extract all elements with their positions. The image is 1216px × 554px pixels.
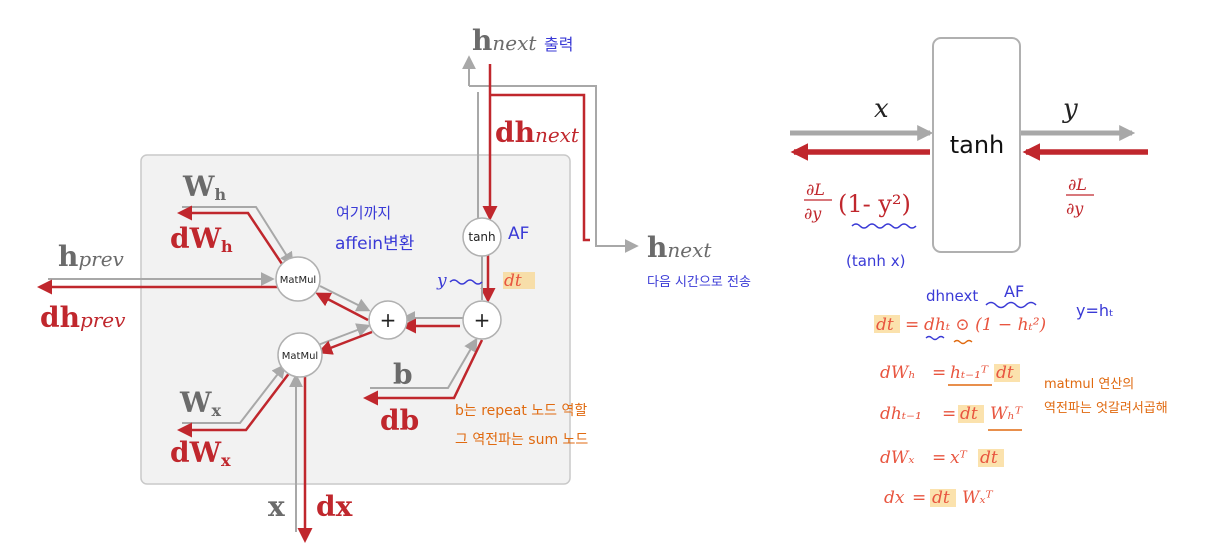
f4-rhs1: xᵀ — [950, 448, 968, 468]
f5-lhs: dx — [884, 488, 905, 508]
f4-dt-highlight — [978, 449, 1004, 467]
b-label: b — [393, 358, 413, 391]
f4-eq: = — [932, 448, 946, 468]
plus-to-matmul-bottom-grad — [317, 330, 373, 355]
dwh-backward-arrow — [177, 205, 288, 271]
f3-rhs2: Wₕᵀ — [990, 404, 1023, 424]
matmul-bottom-node — [277, 332, 323, 378]
plus-left-label: + — [380, 308, 397, 332]
af-squiggle — [985, 301, 1037, 309]
output-note: 출력 — [544, 35, 573, 54]
tanh-node-label: tanh — [468, 230, 495, 244]
f5-eq: = — [912, 488, 926, 508]
f5-rhs1: dt — [932, 488, 950, 508]
h-next-right-label: hnext — [647, 231, 712, 264]
f3-rhs1: dt — [960, 404, 978, 424]
b-note-line1: b는 repeat 노드 역할 — [455, 403, 587, 419]
f4-lhs: dWₓ — [880, 448, 914, 468]
plus-to-matmul-top-grad — [315, 292, 369, 322]
plus-left-node — [368, 300, 408, 340]
f5-dt-highlight — [930, 489, 956, 507]
wx-label: Wx — [179, 386, 221, 420]
f5-rhs2: Wₓᵀ — [962, 488, 994, 508]
dhnext-note: dhnext — [926, 287, 978, 305]
grad-left-factor: (1- y²) — [838, 190, 911, 218]
dt-highlight — [503, 272, 535, 289]
b-forward-arrow — [370, 337, 478, 389]
h-next-top-label: hnext — [472, 24, 537, 57]
y-eq-note: y=hₜ — [1076, 301, 1114, 320]
matmul-top-to-plus-arrow — [319, 285, 371, 312]
dh-next-label: dhnext — [495, 116, 580, 149]
af-note: AF — [508, 224, 529, 244]
dx-label: dx — [316, 490, 353, 523]
grad-left-num: ∂L — [806, 180, 825, 199]
dh-next-right-grad — [490, 93, 590, 242]
f2-rhs2: dt — [996, 363, 1014, 383]
tanh-box — [932, 37, 1021, 253]
grad-left-squiggle — [851, 223, 917, 229]
f1-squiggle — [925, 335, 945, 341]
dwx-backward-arrow — [177, 371, 291, 438]
y-annotation: y — [436, 271, 447, 291]
x-label: x — [268, 490, 285, 523]
matmul-top-node — [275, 256, 321, 302]
hnext-branch-forward — [469, 85, 639, 253]
rnn-notes: 출력 여기까지 affein변환 AF 다음 시간으로 전송 b는 repeat… — [335, 35, 751, 448]
rnn-cell: MatMul MatMul + + tanh hnext dhnext hnex… — [37, 24, 712, 543]
dt-annotation: dt — [504, 271, 522, 291]
matmul-top-label: MatMul — [280, 275, 316, 286]
tanh-y-label: y — [1062, 94, 1078, 124]
tanh-node — [462, 217, 502, 257]
grad-right-den: ∂y — [1066, 199, 1084, 218]
f2-rhs1: hₜ₋₁ᵀ — [950, 363, 989, 383]
grad-right-num: ∂L — [1068, 175, 1087, 194]
f3-dt-highlight — [958, 405, 984, 423]
tanh-box-label: tanh — [950, 131, 1005, 159]
dwh-label: dWh — [170, 222, 233, 256]
matmul-note-line2: 역전파는 엇갈려서곱해 — [1044, 401, 1168, 416]
affine-note-line2: affein변환 — [335, 234, 414, 254]
tanh-x-label: x — [874, 94, 889, 124]
y-squiggle — [449, 279, 483, 285]
matmul-note-line1: matmul 연산의 — [1044, 377, 1134, 392]
f3-lhs: dhₜ₋₁ — [880, 404, 922, 424]
b-note-line2: 그 역전파는 sum 노드 — [455, 432, 588, 448]
wx-forward-arrow — [182, 363, 286, 424]
matmul-bottom-label: MatMul — [282, 351, 318, 362]
send-next-note: 다음 시간으로 전송 — [647, 275, 751, 290]
plus-right-node — [462, 300, 502, 340]
h-prev-label: hprev — [58, 240, 125, 273]
af-formula-note: AF — [1004, 282, 1024, 301]
f3-eq: = — [942, 404, 956, 424]
f2-lhs: dWₕ — [880, 363, 916, 383]
plus-right-label: + — [474, 308, 491, 332]
db-label: db — [380, 404, 419, 437]
f1-lhs: dt — [876, 315, 894, 335]
f2-dt-highlight — [994, 364, 1020, 382]
f1-lhs-highlight — [874, 315, 900, 333]
wh-label: Wh — [182, 170, 226, 204]
dh-prev-label: dhprev — [40, 301, 126, 334]
tanhx-note: (tanh x) — [846, 252, 905, 270]
tanh-diagram: tanh x y ∂L ∂y (1- y²) (tanh x) ∂L ∂y — [790, 37, 1148, 270]
f1-rhs: dhₜ ⊙ (1 − hₜ²) — [924, 315, 1046, 335]
f1-odot-squiggle — [953, 339, 973, 345]
dwx-label: dWx — [170, 436, 231, 470]
f2-eq: = — [932, 363, 946, 383]
f4-rhs2: dt — [980, 448, 998, 468]
db-backward-arrow — [363, 339, 484, 406]
f1-eq: = — [905, 315, 919, 335]
grad-left-den: ∂y — [804, 204, 822, 223]
affine-note-line1: 여기까지 — [336, 204, 391, 222]
wh-forward-arrow — [182, 206, 294, 267]
formulas: dhnext AF y=hₜ dt = dhₜ ⊙ (1 − hₜ²) dWₕ … — [874, 282, 1168, 508]
